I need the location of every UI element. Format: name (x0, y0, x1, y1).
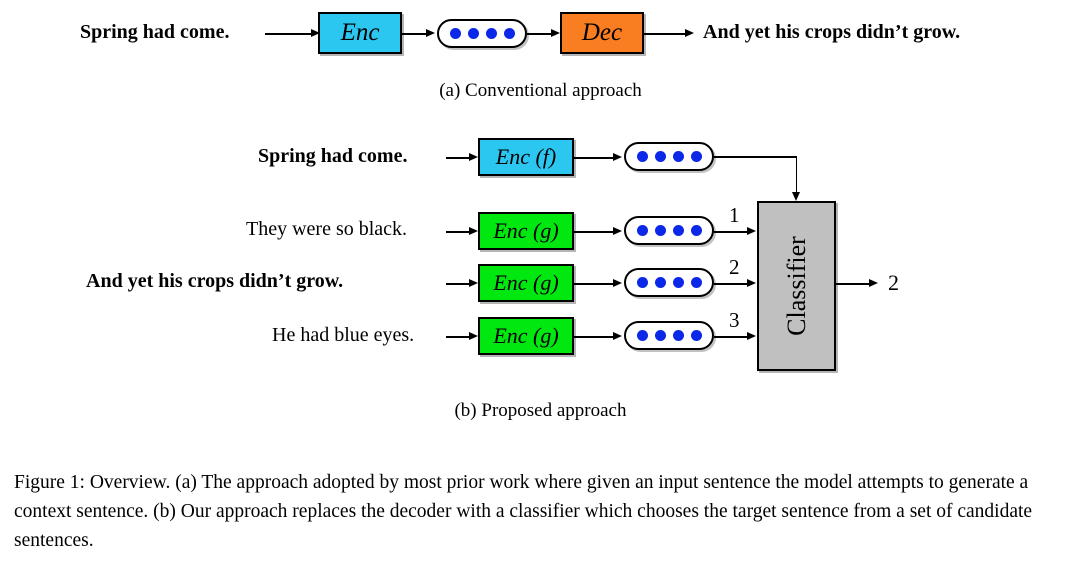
panel-b-row-1-arrow-encoder-to-embedding (574, 231, 616, 233)
panel-b-row-2-arrow-embedding-to-classifier-head (747, 279, 756, 287)
panel-b-row-3-arrow-sentence-to-encoder (446, 336, 474, 338)
embedding-dot-icon (485, 28, 497, 39)
panel-b-row-0-elbow-head (791, 192, 800, 201)
panel-b-row-2-arrow-encoder-to-embedding-head (613, 279, 622, 287)
panel-b-row-2-sentence: And yet his crops didn’t grow. (86, 270, 344, 292)
panel-b-row-1-arrow-embedding-to-classifier-head (747, 227, 756, 235)
panel-b-row-3-arrow-encoder-to-embedding (574, 336, 616, 338)
panel-b-row-2-arrow-encoder-to-embedding (574, 283, 616, 285)
embedding-dot-icon (636, 330, 648, 341)
panel-b-row-0-arrow-encoder-to-embedding (574, 157, 616, 159)
embedding-dot-icon (467, 28, 479, 39)
panel-a-arrow-input-to-encoder-head (311, 29, 320, 37)
panel-a-arrow-decoder-to-output-head (685, 29, 694, 37)
panel-b-row-2-encoder-box: Enc (g) (478, 264, 574, 302)
panel-a-encoder-box: Enc (318, 12, 402, 54)
panel-a-arrow-decoder-to-output (644, 33, 688, 35)
embedding-dot-icon (503, 28, 515, 39)
panel-b-row-2-arrow-sentence-to-encoder (446, 283, 474, 285)
panel-b-row-1-encoder-label: Enc (g) (493, 218, 559, 243)
panel-b-row-1-arrow-sentence-to-encoder (446, 231, 474, 233)
panel-b-row-2-encoder-label: Enc (g) (493, 270, 559, 295)
panel-a-output-sentence: And yet his crops didn’t grow. (703, 21, 961, 43)
panel-b-row-3-arrow-sentence-to-encoder-head (469, 332, 478, 340)
embedding-dot-icon (672, 330, 684, 341)
panel-b-row-2-index-label: 2 (729, 255, 740, 279)
embedding-dot-icon (672, 277, 684, 288)
panel-b-row-1-sentence: They were so black. (246, 218, 408, 240)
embedding-dot-icon (654, 151, 666, 162)
panel-b-row-0-elbow-vertical (795, 156, 798, 194)
panel-a-input-sentence: Spring had come. (80, 21, 230, 43)
panel-b-row-2-arrow-sentence-to-encoder-head (469, 279, 478, 287)
embedding-dot-icon (636, 225, 648, 236)
panel-b-row-3-arrow-embedding-to-classifier (714, 336, 750, 338)
embedding-dot-icon (636, 277, 648, 288)
panel-b-row-0-elbow-horizontal (714, 156, 797, 158)
panel-a-arrow-encoder-to-embedding-head (426, 29, 435, 37)
panel-b-row-1-encoder-box: Enc (g) (478, 212, 574, 250)
embedding-dot-icon (672, 151, 684, 162)
panel-b-row-2-embedding-capsule (624, 268, 714, 297)
panel-b-row-3-encoder-label: Enc (g) (493, 323, 559, 348)
panel-a-arrow-embedding-to-decoder (527, 33, 554, 35)
panel-b-row-1-arrow-embedding-to-classifier (714, 231, 750, 233)
embedding-dot-icon (449, 28, 461, 39)
panel-b-row-3-arrow-encoder-to-embedding-head (613, 332, 622, 340)
panel-b-row-2-arrow-embedding-to-classifier (714, 283, 750, 285)
panel-b-row-1-embedding-capsule (624, 216, 714, 245)
embedding-dot-icon (690, 330, 702, 341)
panel-b-row-3-encoder-box: Enc (g) (478, 317, 574, 355)
embedding-dot-icon (672, 225, 684, 236)
panel-b-row-0-sentence: Spring had come. (258, 145, 408, 167)
panel-b-row-0-arrow-encoder-to-embedding-head (613, 153, 622, 161)
embedding-dot-icon (690, 277, 702, 288)
embedding-dot-icon (654, 330, 666, 341)
embedding-dot-icon (654, 277, 666, 288)
panel-b-row-0-arrow-sentence-to-encoder (446, 157, 474, 159)
panel-b-row-0-encoder-label: Enc (f) (495, 144, 557, 169)
classifier-output-arrow (836, 283, 872, 285)
panel-a-arrow-embedding-to-decoder-head (551, 29, 560, 37)
panel-b-subcaption: (b) Proposed approach (454, 400, 627, 421)
panel-b-row-3-index-label: 3 (729, 308, 740, 332)
figure-caption: Figure 1: Overview. (a) The approach ado… (14, 472, 1033, 551)
panel-a-decoder-label: Dec (581, 19, 623, 46)
panel-b-row-3-embedding-capsule (624, 321, 714, 350)
panel-a-encoder-label: Enc (340, 19, 380, 46)
panel-a-arrow-encoder-to-embedding (402, 33, 429, 35)
embedding-dot-icon (690, 151, 702, 162)
panel-b-row-3-sentence: He had blue eyes. (272, 324, 415, 346)
panel-a-arrow-input-to-encoder (265, 33, 313, 35)
panel-a-subcaption: (a) Conventional approach (439, 80, 642, 101)
panel-b-row-0-embedding-capsule (624, 142, 714, 171)
panel-b-row-3-arrow-embedding-to-classifier-head (747, 332, 756, 340)
embedding-dot-icon (690, 225, 702, 236)
panel-a-decoder-box: Dec (560, 12, 644, 54)
panel-b-row-0-arrow-sentence-to-encoder-head (469, 153, 478, 161)
embedding-dot-icon (654, 225, 666, 236)
classifier-box: Classifier (757, 201, 836, 371)
panel-b-row-1-arrow-encoder-to-embedding-head (613, 227, 622, 235)
classifier-output-label: 2 (888, 270, 899, 295)
panel-a-embedding-capsule (437, 19, 527, 48)
panel-b-row-0-encoder-box: Enc (f) (478, 138, 574, 176)
classifier-label: Classifier (781, 236, 811, 336)
panel-b-row-1-arrow-sentence-to-encoder-head (469, 227, 478, 235)
classifier-output-arrow-head (869, 279, 878, 287)
panel-b-row-1-index-label: 1 (729, 203, 740, 227)
embedding-dot-icon (636, 151, 648, 162)
